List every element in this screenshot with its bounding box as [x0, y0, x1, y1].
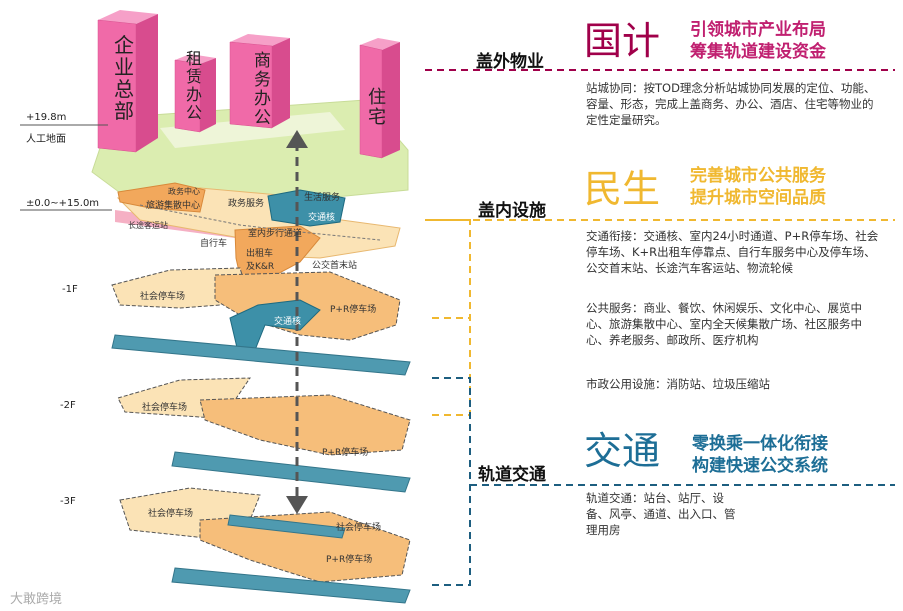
podium-walk-label: 室内步行通道 [248, 226, 302, 239]
s2-desc-municipal: 市政公用设施：消防站、垃圾压缩站 [586, 376, 882, 392]
level-b3: -3F [60, 496, 76, 507]
level-b2: -2F [60, 400, 76, 411]
podium-gov-label: 政务中心 [168, 186, 200, 197]
b1-pr-label: P+R停车场 [330, 302, 376, 315]
b2-parking-label: 社会停车场 [142, 400, 187, 413]
s1-slogan-1: 引领城市产业布局 [690, 20, 826, 41]
tower-residence-label: 住宅 [368, 88, 388, 128]
b3-parking1-label: 社会停车场 [148, 506, 193, 519]
s2-desc-public: 公共服务：商业、餐饮、休闲娱乐、文化中心、展览中心、旅游集散中心、室内全天候集散… [586, 300, 882, 348]
s2-title: 盖内设施 [478, 196, 546, 221]
s2-slogan-2: 提升城市空间品质 [690, 188, 826, 209]
podium-taxi-label: 出租车 及K&R [246, 246, 286, 272]
podium-office-label: 政务服务 [228, 196, 264, 209]
b1-parking-label: 社会停车场 [140, 289, 185, 302]
b2-pr-label: P+R停车场 [322, 445, 368, 458]
s3-big: 交通 [584, 432, 660, 470]
level-b1: -1F [62, 284, 78, 295]
b2-platform [172, 452, 410, 492]
s3-title: 轨道交通 [478, 460, 546, 485]
s1-big: 国计 [584, 22, 660, 60]
tower-business-label: 商务办公 [254, 52, 274, 128]
podium-travel-label: 旅游集散中心 [146, 198, 200, 211]
watermark: 大敢跨境 [10, 588, 62, 607]
s3-slogan-2: 构建快速公交系统 [692, 456, 828, 477]
level-top-label: 人工地面 [26, 130, 66, 145]
s3-slogan-1: 零换乘一体化衔接 [692, 434, 828, 455]
s2-big: 民生 [584, 170, 660, 208]
arrow-down-head [286, 496, 308, 514]
b2-slab-right [200, 395, 410, 455]
s1-slogan-2: 筹集轨道建设资金 [690, 42, 826, 63]
s2-desc-transport: 交通衔接：交通核、室内24小时通道、P+R停车场、社会停车场、K+R出租车停靠点… [586, 228, 882, 276]
podium-core-label: 交通核 [308, 210, 335, 223]
s1-desc: 站城协同：按TOD理念分析站城协同发展的定位、功能、容量、形态，完成上盖商务、办… [586, 80, 876, 128]
level-ground-value: ±0.0~+15.0m [26, 198, 99, 209]
b1-core-label: 交通核 [274, 314, 301, 327]
level-top-value: +19.8m [26, 112, 66, 123]
s3-desc: 轨道交通：站台、站厅、设备、风亭、通道、出入口、管理用房 [586, 490, 736, 538]
podium-tourbus-label: 长途客运站 [128, 220, 168, 231]
tower-hq-label: 企业总部 [114, 34, 136, 122]
s3-bracket [432, 378, 470, 585]
podium-life-label: 生活服务 [304, 190, 340, 203]
b1-platform [112, 335, 410, 375]
b3-parking2-label: 社会停车场 [336, 520, 381, 533]
s2-slogan-1: 完善城市公共服务 [690, 166, 826, 187]
podium-bike-label: 自行车 [200, 236, 227, 249]
b3-pr-label: P+R停车场 [326, 552, 372, 565]
tower-lease-label: 租赁办公 [186, 50, 204, 122]
s1-title: 盖外物业 [476, 47, 544, 72]
podium-bus-label: 公交首末站 [312, 258, 357, 271]
